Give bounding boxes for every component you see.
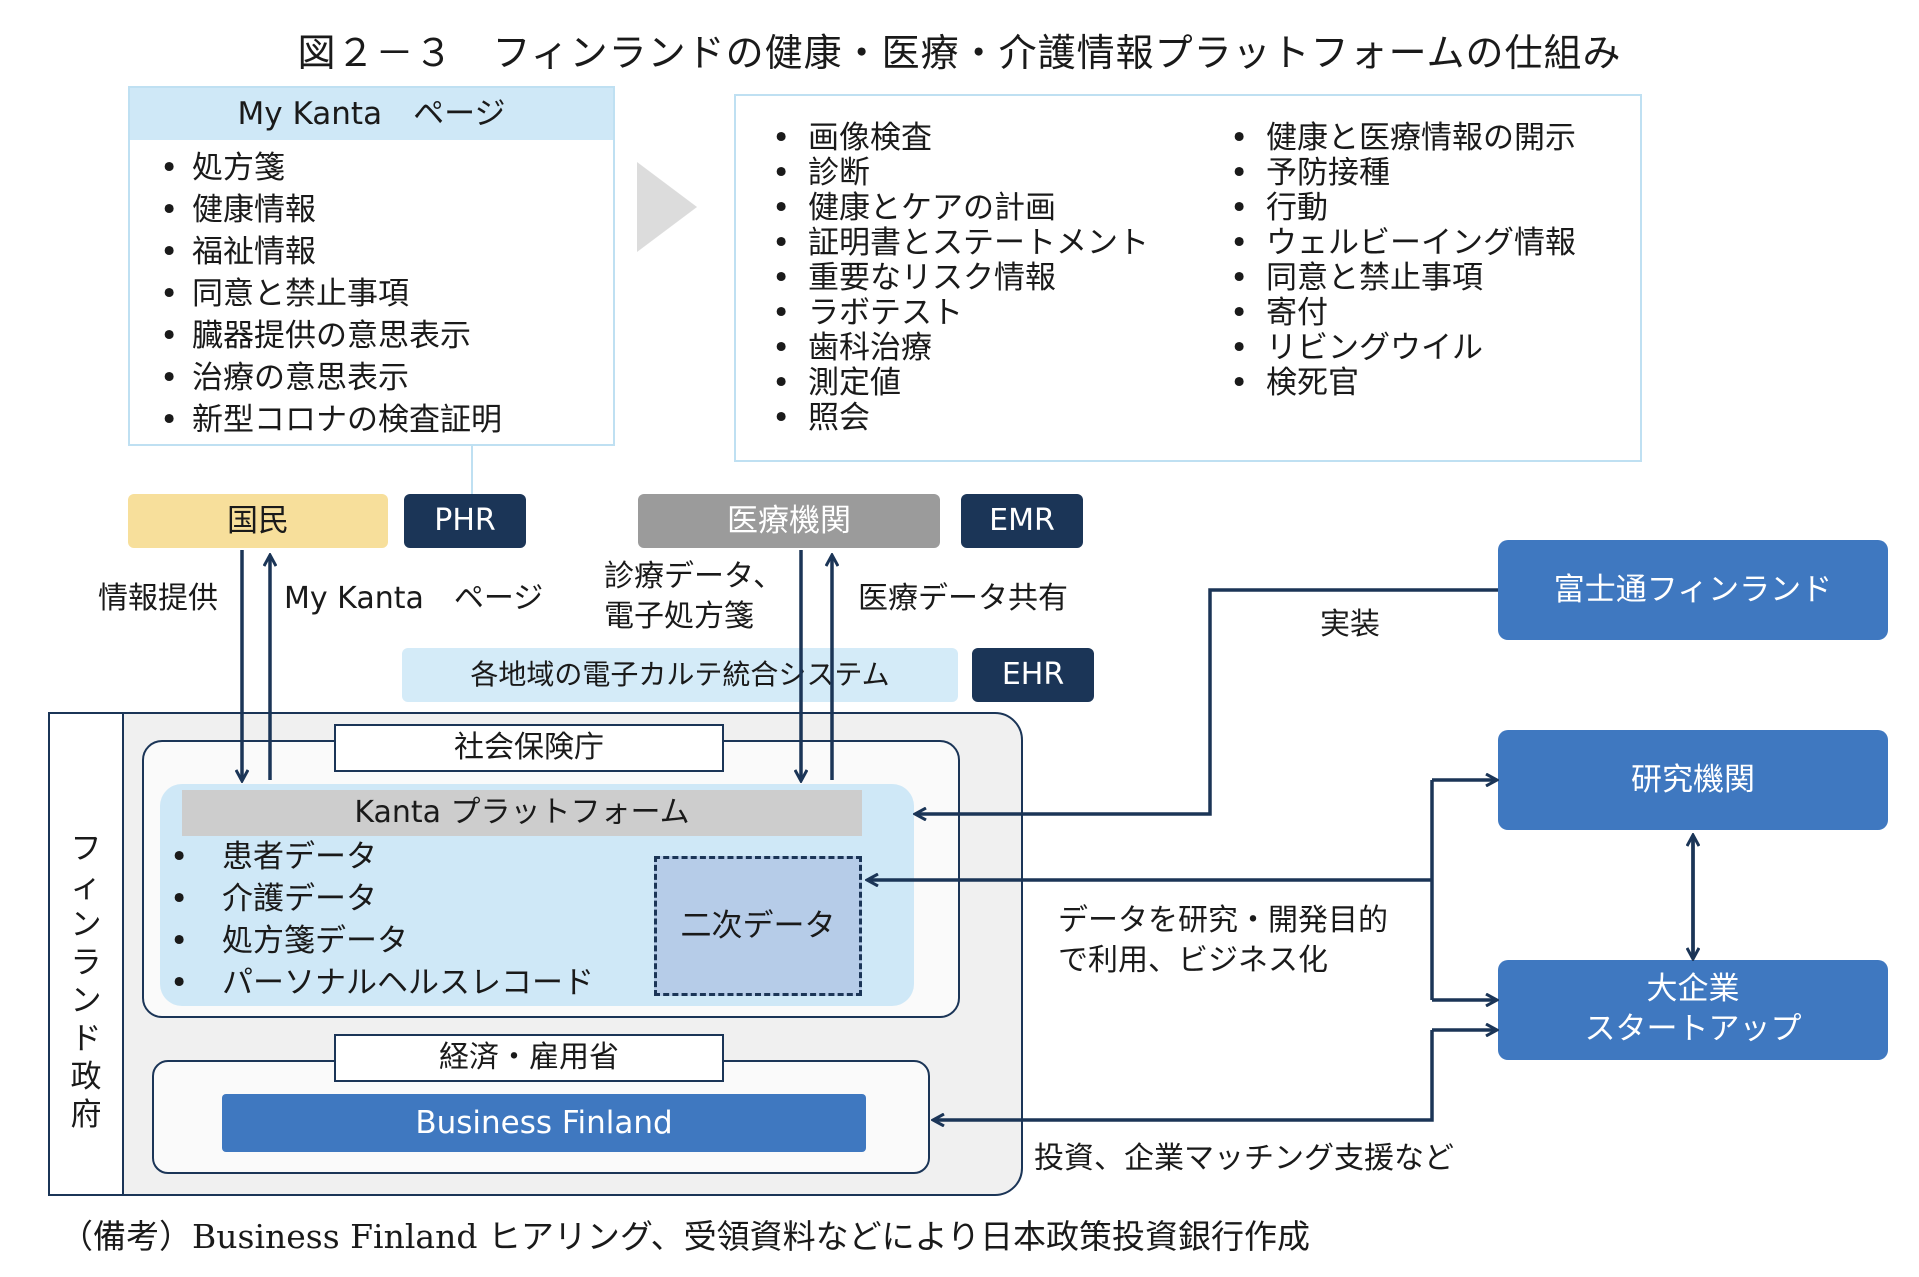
my-kanta-list: •処方箋 •健康情報 •福祉情報 •同意と禁止事項 •臓器提供の意思表示 •治療… bbox=[130, 147, 603, 441]
list-item: •証明書とステートメント bbox=[772, 225, 1149, 261]
research-use-label-1: データを研究・開発目的 bbox=[1058, 903, 1388, 938]
list-item: •治療の意思表示 bbox=[160, 360, 409, 396]
list-item: •処方箋 bbox=[160, 150, 285, 186]
government-label-char: ン bbox=[70, 983, 102, 1019]
list-item: •臓器提供の意思表示 bbox=[160, 318, 471, 354]
list-item: •重要なリスク情報 bbox=[772, 260, 1056, 296]
list-item: •リビングウイル bbox=[1230, 330, 1483, 366]
government-label-char: ン bbox=[70, 907, 102, 943]
medical-institution-box: 医療機関 bbox=[638, 494, 940, 548]
fujitsu-finland-box: 富士通フィンランド bbox=[1498, 540, 1888, 640]
my-kanta-panel bbox=[128, 86, 615, 446]
medical-data-label-1: 診療データ、 bbox=[604, 559, 784, 594]
list-item: •処方箋データ bbox=[170, 923, 408, 959]
ehr-badge: EHR bbox=[972, 648, 1094, 702]
medical-data-share-label: 医療データ共有 bbox=[858, 581, 1068, 616]
kanta-platform-header: Kanta プラットフォーム bbox=[182, 790, 862, 836]
list-item-highlighted: •健康情報 bbox=[130, 189, 603, 231]
secondary-data-box: 二次データ bbox=[654, 856, 862, 996]
emr-badge: EMR bbox=[961, 494, 1083, 548]
list-item: •照会 bbox=[772, 400, 870, 436]
list-item: •ラボテスト bbox=[772, 295, 963, 331]
meti-title: 経済・雇用省 bbox=[334, 1034, 724, 1082]
list-item: •寄付 bbox=[1230, 295, 1328, 331]
figure-title: 図２－３ フィンランドの健康・医療・介護情報プラットフォームの仕組み bbox=[297, 31, 1622, 75]
list-item: •同意と禁止事項 bbox=[1230, 260, 1483, 296]
kanta-data-list: •患者データ •介護データ •処方箋データ •パーソナルヘルスレコード bbox=[170, 836, 650, 1004]
list-item: •新型コロナの検査証明 bbox=[160, 402, 502, 438]
investment-label: 投資、企業マッチング支援など bbox=[1034, 1141, 1454, 1176]
government-label: フィンランド政府 bbox=[48, 830, 124, 1134]
my-kanta-page-label: My Kanta ページ bbox=[284, 581, 544, 616]
government-label-char: ィ bbox=[70, 869, 102, 905]
health-info-list-right: •健康と医療情報の開示 •予防接種 •行動 •ウェルビーイング情報 •同意と禁止… bbox=[1230, 121, 1630, 401]
government-label-char: 政 bbox=[70, 1059, 102, 1095]
research-institution-box: 研究機関 bbox=[1498, 730, 1888, 830]
social-insurance-title: 社会保険庁 bbox=[334, 724, 724, 772]
enterprise-label: 大企業 bbox=[1646, 971, 1740, 1007]
health-info-list-left: •画像検査 •診断 •健康とケアの計画 •証明書とステートメント •重要なリスク… bbox=[772, 121, 1172, 436]
government-label-box bbox=[48, 712, 124, 1196]
list-item: •パーソナルヘルスレコード bbox=[170, 965, 594, 1001]
government-label-char: ド bbox=[70, 1021, 102, 1057]
government-label-char: ラ bbox=[70, 945, 102, 981]
source-note: （備考）Business Finland ヒアリング、受領資料などにより日本政策… bbox=[60, 1217, 1310, 1256]
list-item: •行動 bbox=[1230, 190, 1328, 226]
government-label-char: フ bbox=[70, 831, 102, 867]
startup-label: スタートアップ bbox=[1584, 1011, 1802, 1047]
list-item: •診断 bbox=[772, 155, 870, 191]
government-label-char: 府 bbox=[70, 1097, 102, 1133]
medical-data-label-2: 電子処方箋 bbox=[604, 599, 754, 634]
list-item: •画像検査 bbox=[772, 120, 932, 156]
business-finland-box: Business Finland bbox=[222, 1094, 866, 1152]
list-item: •歯科治療 bbox=[772, 330, 932, 366]
arrow-investment bbox=[934, 1030, 1434, 1120]
list-item: •福祉情報 bbox=[160, 234, 316, 270]
list-item: •ウェルビーイング情報 bbox=[1230, 225, 1576, 261]
list-item: •健康と医療情報の開示 bbox=[1230, 120, 1576, 156]
list-item: •測定値 bbox=[772, 365, 901, 401]
my-kanta-header: My Kanta ページ bbox=[130, 88, 613, 140]
regional-ehr-system: 各地域の電子カルテ統合システム bbox=[402, 648, 958, 702]
implementation-label: 実装 bbox=[1320, 607, 1380, 642]
expand-triangle-icon bbox=[637, 162, 697, 252]
list-item: •検死官 bbox=[1230, 365, 1359, 401]
list-item: •患者データ bbox=[170, 839, 377, 875]
info-provision-label: 情報提供 bbox=[98, 581, 218, 616]
health-info-detail-panel bbox=[734, 94, 1642, 462]
research-use-label-2: で利用、ビジネス化 bbox=[1058, 943, 1328, 978]
arrow-implementation bbox=[916, 588, 1498, 814]
enterprise-startup-box: 大企業 スタートアップ bbox=[1498, 960, 1888, 1060]
list-item: •予防接種 bbox=[1230, 155, 1390, 191]
phr-badge: PHR bbox=[404, 494, 526, 548]
citizen-box: 国民 bbox=[128, 494, 388, 548]
list-item: •同意と禁止事項 bbox=[160, 276, 409, 312]
list-item: •介護データ bbox=[170, 881, 377, 917]
list-item: •健康とケアの計画 bbox=[772, 190, 1056, 226]
